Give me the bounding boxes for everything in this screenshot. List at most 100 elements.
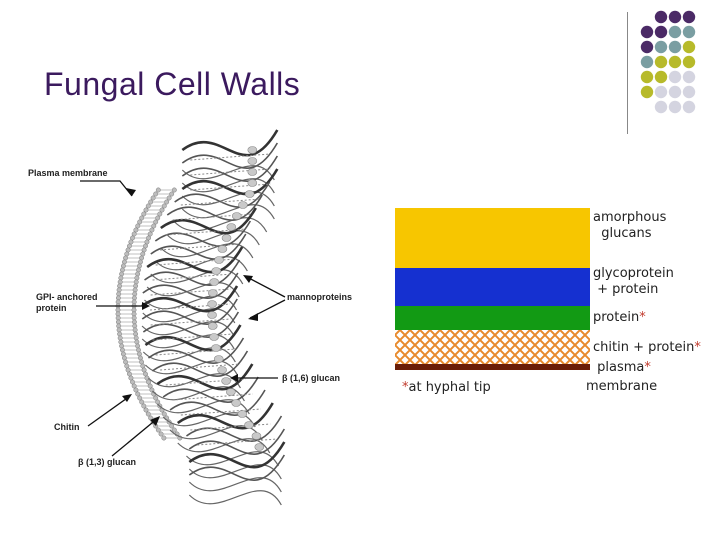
glucan-fiber — [156, 363, 254, 391]
label-chitin: Chitin — [54, 422, 80, 432]
mannoprotein-bump — [221, 377, 231, 385]
mannoprotein-strand — [190, 183, 271, 191]
decorative-dot — [682, 55, 696, 69]
decorative-dot — [654, 85, 668, 99]
glucan-fiber — [142, 347, 236, 363]
glucan-fiber — [141, 334, 235, 350]
arrowhead-chitin — [122, 394, 132, 402]
decorative-dot — [640, 40, 654, 54]
glucan-fiber — [141, 321, 235, 337]
decorative-dot — [654, 40, 668, 54]
decorative-dot — [654, 25, 668, 39]
glucan-fiber — [150, 269, 244, 285]
mannoprotein-bump — [251, 432, 262, 440]
decorative-dot — [668, 85, 682, 99]
mannoprotein-strand — [180, 408, 261, 416]
glucan-fiber — [146, 246, 244, 274]
decorative-dot — [668, 40, 682, 54]
arrow-mannoproteins-1 — [244, 275, 286, 298]
glucan-fiber — [169, 425, 263, 441]
label-membrane: membrane — [586, 379, 658, 394]
decorative-dot — [668, 10, 682, 24]
glucan-fiber — [154, 220, 252, 247]
decorative-dot — [682, 10, 696, 24]
mannoprotein-bump — [213, 355, 224, 363]
glucan-fiber — [141, 298, 238, 325]
decorative-dot — [668, 100, 682, 114]
glucan-fiber — [188, 428, 286, 455]
glucan-fiber — [188, 464, 282, 480]
glucan-fiber — [188, 477, 282, 493]
mannoprotein-bump — [209, 278, 219, 286]
glucan-fiber — [146, 282, 240, 298]
arrowhead-manno-1 — [243, 275, 253, 283]
mannoprotein-bump — [208, 289, 218, 297]
decorative-dot — [682, 40, 696, 54]
decorative-dot — [668, 70, 682, 84]
mannoprotein-strand — [149, 303, 231, 311]
glucan-fiber — [174, 181, 271, 208]
mannoprotein-bump — [207, 322, 218, 330]
mannoprotein-bump — [221, 234, 232, 242]
mannoprotein-strand — [150, 288, 231, 296]
glucan-fiber — [147, 337, 245, 364]
glucan-fiber — [188, 441, 286, 469]
label-protein: protein* — [593, 310, 646, 325]
decorative-dot — [668, 25, 682, 39]
mannoprotein-bump — [247, 157, 258, 165]
decorative-dot — [654, 55, 668, 69]
label-glycoprotein: glycoprotein + protein — [593, 266, 674, 297]
layer-plasma-membrane — [395, 364, 590, 370]
mannoprotein-bump — [247, 146, 258, 154]
glucan-fiber — [142, 311, 240, 338]
layer-chitin — [395, 330, 590, 364]
mannoprotein-strand — [172, 393, 253, 401]
layer-protein — [395, 306, 590, 330]
decorative-dot — [682, 85, 696, 99]
mannoprotein-strand — [190, 153, 271, 161]
mannoprotein-bump — [209, 333, 219, 341]
arrow-chitin — [87, 395, 131, 427]
mannoprotein-bump — [237, 410, 248, 418]
mannoprotein-bump — [217, 245, 228, 253]
mannoprotein-bump — [226, 223, 237, 231]
glucan-fiber — [188, 454, 286, 481]
arrowhead-gpi — [142, 302, 150, 310]
mannoprotein-strand — [172, 213, 253, 221]
mannoprotein-strand — [190, 423, 271, 431]
decorative-dot — [654, 70, 668, 84]
decorative-dot — [640, 85, 654, 99]
label-plasma-membrane: Plasma membrane — [28, 168, 108, 178]
label-gpi-protein: GPI- anchored protein — [36, 292, 98, 313]
mannoprotein-strand — [160, 363, 241, 371]
title-divider — [627, 12, 628, 134]
decorative-dot — [682, 25, 696, 39]
mannoprotein-bump — [207, 311, 217, 319]
glucan-fiber — [181, 191, 275, 207]
glucan-fiber — [181, 165, 275, 181]
mannoprotein-strand — [155, 348, 236, 356]
glucan-fiber — [181, 142, 279, 169]
mannoprotein-strand — [160, 243, 241, 251]
mannoprotein-bump — [207, 300, 217, 308]
mannoprotein-bump — [238, 201, 248, 209]
mannoprotein-strand — [152, 333, 233, 341]
glucan-fiber — [142, 272, 239, 299]
mannoprotein-strand — [180, 198, 261, 206]
mannoprotein-bump — [231, 212, 242, 220]
label-plasma: plasma* — [593, 360, 651, 375]
mannoprotein-bump — [211, 267, 222, 275]
mannoprotein-bump — [247, 168, 258, 176]
label-b16-glucan: β (1,6) glucan — [282, 373, 341, 383]
glucan-fiber — [186, 451, 279, 467]
glucan-fiber — [181, 168, 279, 196]
mannoprotein-bump — [244, 190, 255, 198]
glucan-fiber — [144, 324, 242, 352]
decorative-dot — [668, 55, 682, 69]
arrowhead-plasma — [126, 188, 136, 196]
mannoprotein-strand — [150, 318, 231, 326]
page-title: Fungal Cell Walls — [44, 66, 301, 102]
glucan-fiber — [176, 402, 274, 430]
mannoprotein-strand — [190, 168, 271, 176]
